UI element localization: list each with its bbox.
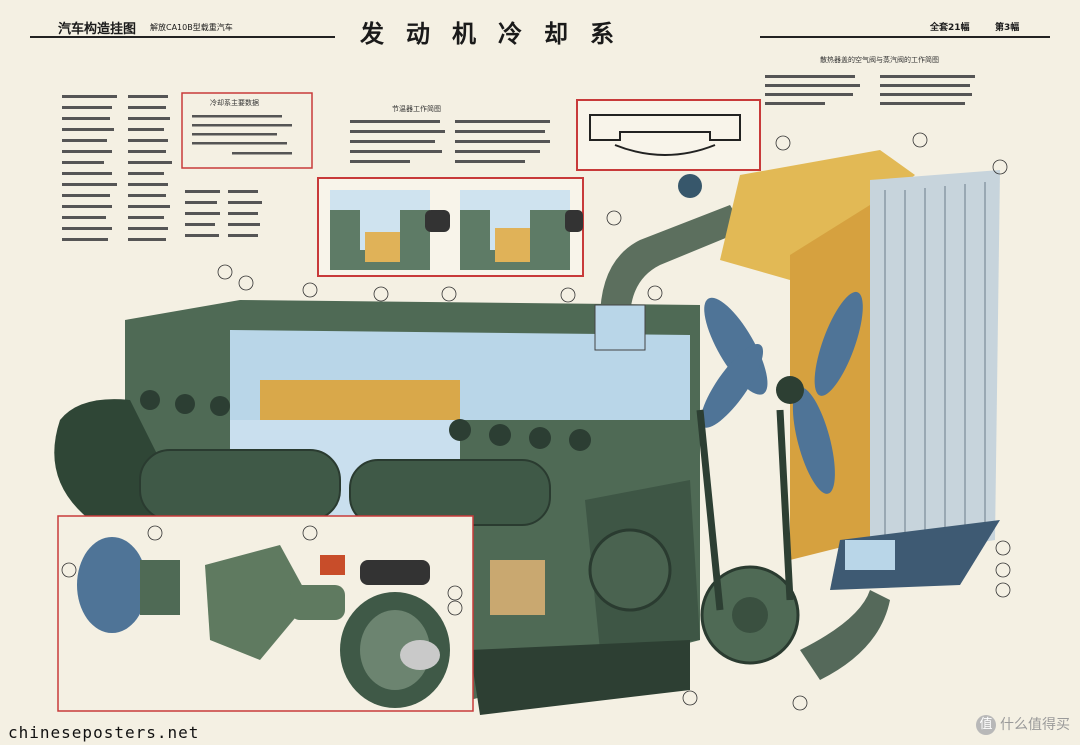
header-rule-right bbox=[760, 36, 1050, 38]
thermostat-caption: 节温器工作简图 bbox=[392, 105, 441, 113]
watermark-text: 什么值得买 bbox=[1000, 717, 1070, 733]
fan bbox=[700, 291, 863, 494]
radiator-cap-inset bbox=[576, 99, 761, 171]
legend-caption: 冷却系主要数据 bbox=[210, 99, 259, 107]
publisher-label: 解放CA10B型载重汽车 bbox=[150, 23, 233, 32]
parts-list-text bbox=[62, 75, 975, 241]
thermostat-right bbox=[460, 190, 583, 270]
radiator-cap-caption: 散热器盖的空气阀与蒸汽阀的工作简图 bbox=[820, 56, 939, 64]
page-title: 发动机冷却系 bbox=[360, 19, 636, 48]
plate-number: 第3幅 bbox=[995, 23, 1020, 33]
header-rule-left bbox=[30, 36, 335, 38]
site-credit: chineseposters.net bbox=[8, 723, 200, 742]
lower-hose bbox=[800, 590, 890, 680]
watermark-icon: 值 bbox=[976, 715, 996, 735]
series-title: 汽车构造挂图 bbox=[58, 22, 137, 37]
legend-box bbox=[181, 92, 313, 169]
thermostat-left bbox=[330, 190, 450, 270]
plate-label: 全套21幅 bbox=[930, 23, 970, 33]
callout-markers bbox=[61, 132, 1011, 711]
upper-hose bbox=[600, 205, 745, 320]
watermark: 值什么值得买 bbox=[976, 714, 1070, 735]
pump-parts bbox=[77, 537, 450, 708]
